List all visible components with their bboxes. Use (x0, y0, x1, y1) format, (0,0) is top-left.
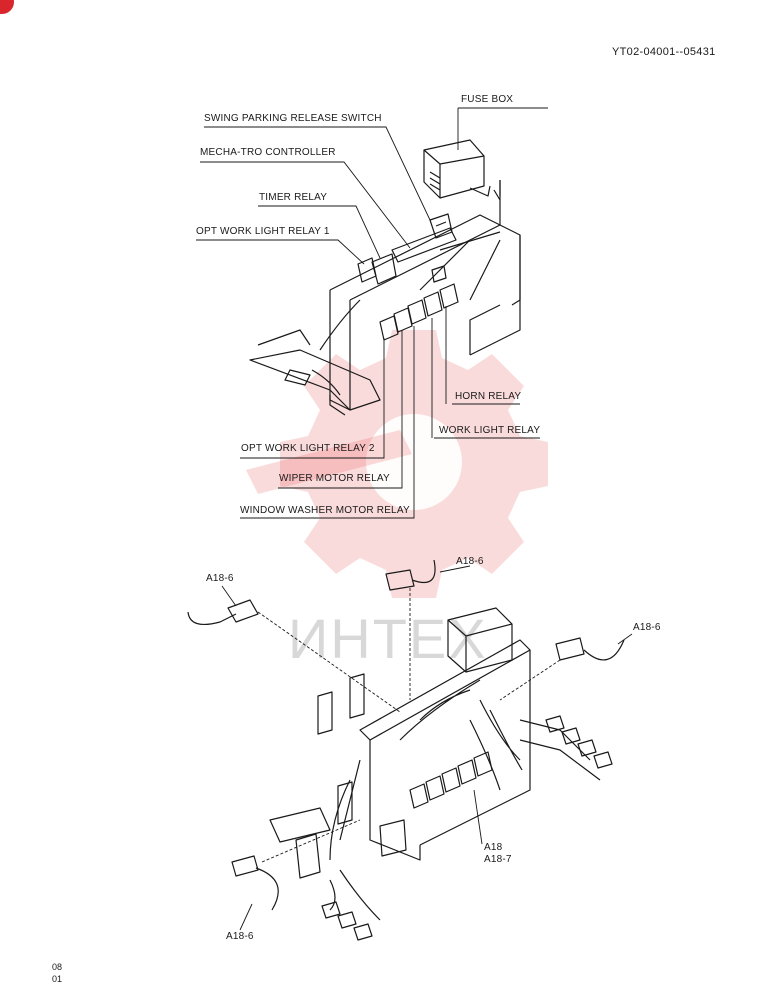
footer-line-1: 08 (52, 962, 63, 972)
label-horn-relay: HORN RELAY (455, 391, 522, 402)
label-work-light-relay: WORK LIGHT RELAY (439, 425, 541, 436)
label-timer-relay: TIMER RELAY (259, 192, 328, 203)
label-window-washer-motor-relay: WINDOW WASHER MOTOR RELAY (240, 505, 410, 516)
label-fuse-box: FUSE BOX (461, 94, 514, 105)
callout-a18-7: A18-7 (484, 854, 512, 865)
label-opt-work-light-relay-1: OPT WORK LIGHT RELAY 1 (196, 226, 330, 237)
callout-a18-6-top-center: A18-6 (456, 556, 484, 567)
footer-line-2: 01 (52, 974, 63, 984)
document-id: YT02-04001--05431 (612, 46, 716, 58)
label-swing-parking-release-switch: SWING PARKING RELEASE SWITCH (204, 113, 382, 124)
callout-a18-6-bottom-left: A18-6 (226, 931, 254, 942)
label-mecha-tro-controller: MECHA-TRO CONTROLLER (200, 147, 336, 158)
callout-a18: A18 (484, 842, 503, 853)
label-opt-work-light-relay-2: OPT WORK LIGHT RELAY 2 (241, 443, 375, 454)
callout-a18-6-top-left: A18-6 (206, 573, 234, 584)
callout-a18-6-right: A18-6 (633, 622, 661, 633)
label-wiper-motor-relay: WIPER MOTOR RELAY (279, 473, 390, 484)
